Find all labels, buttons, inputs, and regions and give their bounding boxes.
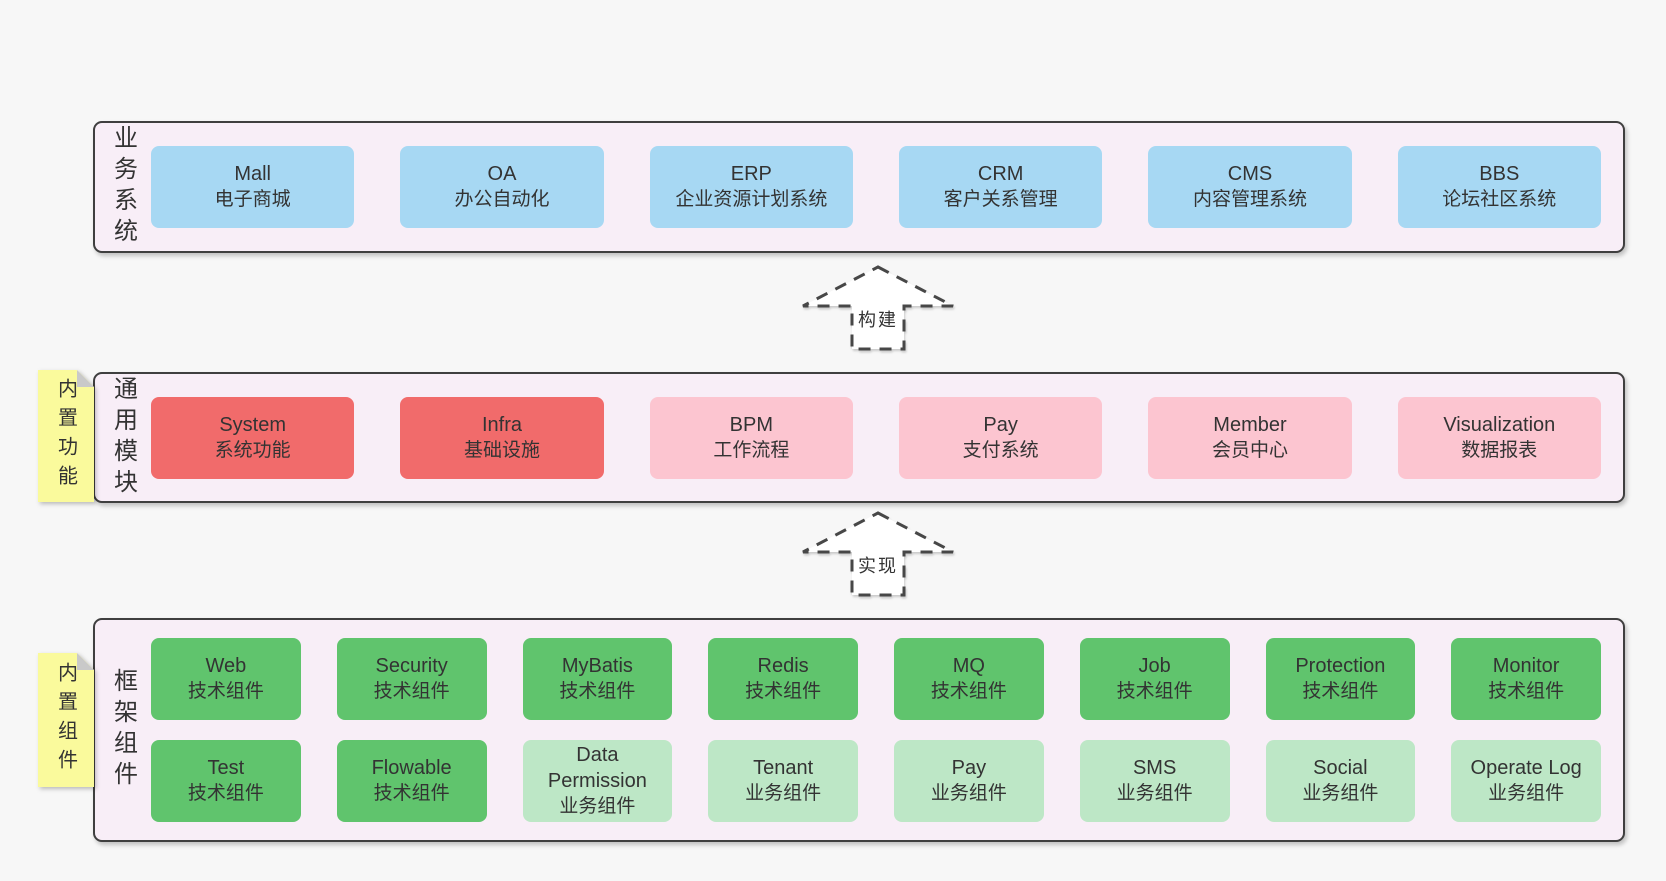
dashed-up-arrow-icon bbox=[802, 265, 954, 351]
band-business-systems: 业务系统 Mall 电子商城 OA 办公自动化 ERP 企业资源计划系统 CRM… bbox=[93, 121, 1625, 253]
box-operate-log: Operate Log 业务组件 bbox=[1451, 740, 1601, 822]
box-oa: OA 办公自动化 bbox=[400, 146, 604, 228]
box-protection: Protection 技术组件 bbox=[1265, 638, 1416, 720]
arrow-build-icon: 构建 bbox=[800, 264, 956, 352]
box-job: Job 技术组件 bbox=[1079, 638, 1230, 720]
box-social: Social 业务组件 bbox=[1265, 740, 1416, 822]
box-bbs: BBS 论坛社区系统 bbox=[1397, 146, 1601, 228]
band-label-modules: 通用模块 bbox=[109, 375, 137, 500]
box-mybatis: MyBatis 技术组件 bbox=[522, 638, 673, 720]
box-monitor: Monitor 技术组件 bbox=[1451, 638, 1601, 720]
arrow-implement-icon: 实现 bbox=[800, 510, 956, 598]
box-infra: Infra 基础设施 bbox=[400, 396, 604, 479]
band-framework-components: 框架组件 Web 技术组件 Security 技术组件 MyBatis 技术组件… bbox=[93, 618, 1625, 842]
box-redis: Redis 技术组件 bbox=[708, 638, 858, 720]
box-sms: SMS 业务组件 bbox=[1079, 740, 1230, 822]
box-pay: Pay 支付系统 bbox=[898, 396, 1103, 479]
folded-corner-icon bbox=[77, 370, 94, 387]
band-row: Web 技术组件 Security 技术组件 MyBatis 技术组件 Redi… bbox=[151, 638, 1601, 720]
dashed-up-arrow-icon bbox=[802, 511, 954, 597]
arrow-implement-label: 实现 bbox=[858, 556, 898, 576]
band-grid: Web 技术组件 Security 技术组件 MyBatis 技术组件 Redi… bbox=[151, 638, 1623, 822]
box-member: Member 会员中心 bbox=[1148, 396, 1352, 479]
sticky-label: 内置功能 bbox=[54, 378, 77, 494]
box-system: System 系统功能 bbox=[151, 396, 355, 479]
box-bpm: BPM 工作流程 bbox=[649, 396, 853, 479]
band-label-components: 框架组件 bbox=[109, 668, 137, 792]
box-crm: CRM 客户关系管理 bbox=[898, 146, 1103, 228]
sticky-built-in-features: 内置功能 bbox=[38, 370, 94, 502]
sticky-built-in-components: 内置组件 bbox=[38, 653, 94, 787]
band-common-modules: 通用模块 System 系统功能 Infra 基础设施 BPM 工作流程 Pay… bbox=[93, 372, 1625, 503]
sticky-label: 内置组件 bbox=[54, 662, 77, 778]
box-pay-business: Pay 业务组件 bbox=[894, 740, 1044, 822]
band-row: Test 技术组件 Flowable 技术组件 Data Permission … bbox=[151, 740, 1601, 822]
arrow-build-label: 构建 bbox=[858, 310, 898, 330]
box-mall: Mall 电子商城 bbox=[151, 146, 355, 228]
sticky-note: 内置组件 bbox=[38, 653, 94, 787]
box-visualization: Visualization 数据报表 bbox=[1397, 396, 1601, 479]
box-web: Web 技术组件 bbox=[151, 638, 301, 720]
box-cms: CMS 内容管理系统 bbox=[1148, 146, 1352, 228]
box-test: Test 技术组件 bbox=[151, 740, 301, 822]
box-erp: ERP 企业资源计划系统 bbox=[649, 146, 853, 228]
band-label-business: 业务系统 bbox=[109, 125, 137, 249]
box-tenant: Tenant 业务组件 bbox=[708, 740, 858, 822]
box-security: Security 技术组件 bbox=[336, 638, 487, 720]
sticky-note: 内置功能 bbox=[38, 370, 94, 502]
folded-corner-icon bbox=[77, 653, 94, 670]
box-mq: MQ 技术组件 bbox=[894, 638, 1044, 720]
band-row: System 系统功能 Infra 基础设施 BPM 工作流程 Pay 支付系统… bbox=[151, 396, 1623, 479]
box-flowable: Flowable 技术组件 bbox=[336, 740, 487, 822]
box-data-permission: Data Permission 业务组件 bbox=[522, 740, 673, 822]
band-row: Mall 电子商城 OA 办公自动化 ERP 企业资源计划系统 CRM 客户关系… bbox=[151, 146, 1623, 228]
